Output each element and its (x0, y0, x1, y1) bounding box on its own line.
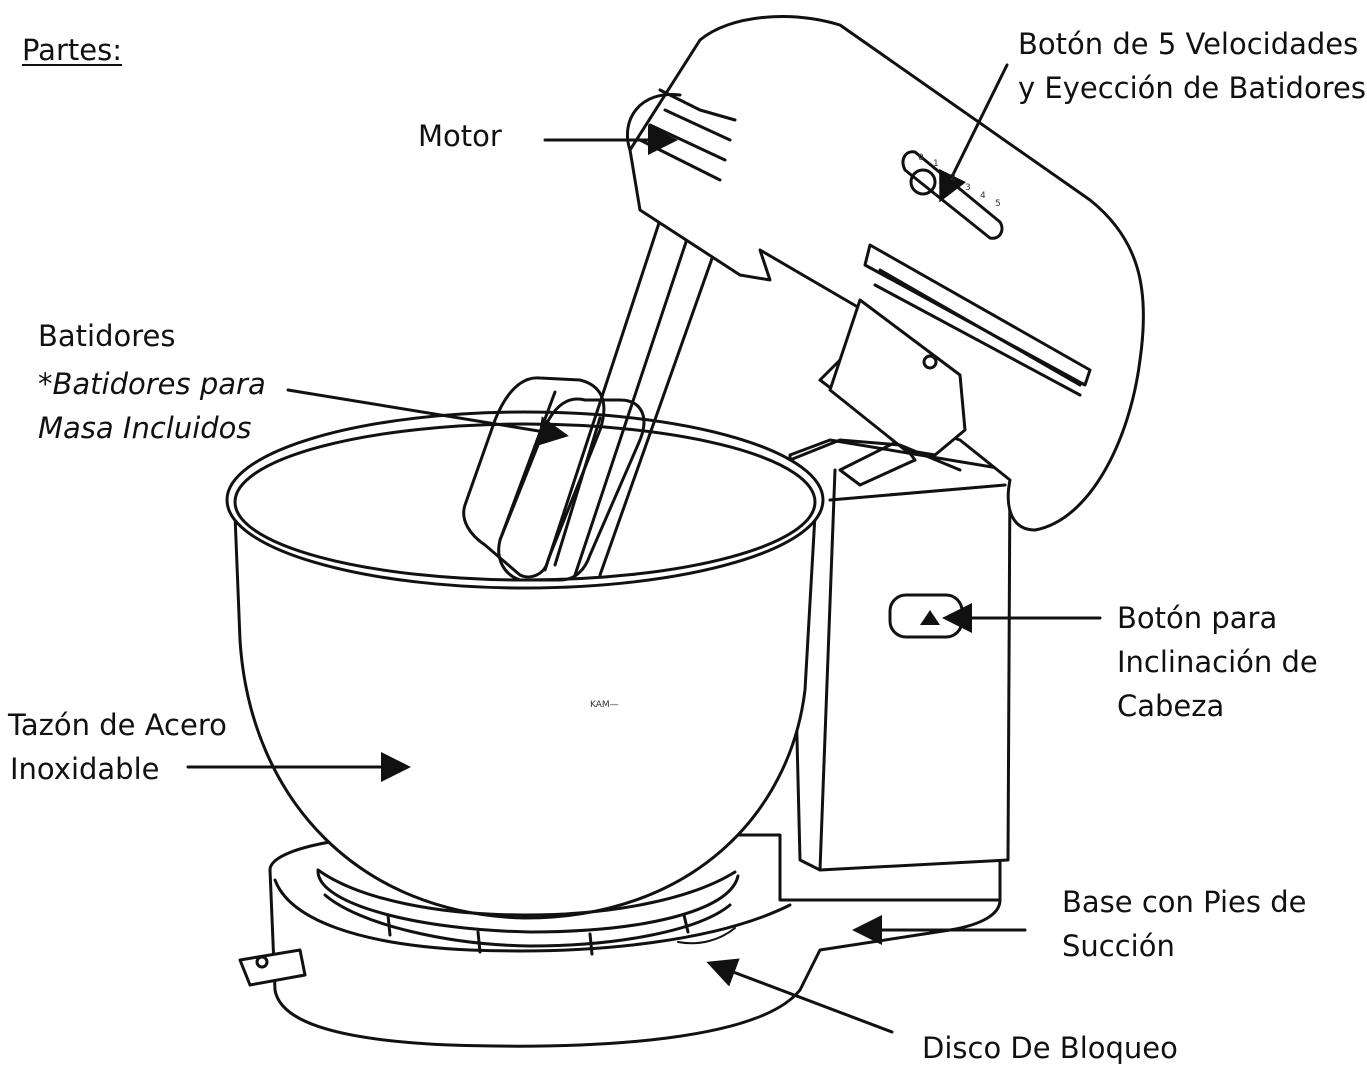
lock-disc (316, 870, 740, 956)
dial-mark: 1 (933, 159, 939, 169)
label-beaters-line1: Batidores (38, 319, 176, 353)
label-bowl-line2: Inoxidable (10, 752, 160, 786)
dial-mark: 4 (980, 191, 986, 201)
label-speed-line1: Botón de 5 Velocidades (1018, 27, 1359, 61)
column (788, 438, 1012, 872)
bowl-mark: KAM— (590, 700, 619, 710)
label-base-line2: Succión (1062, 929, 1175, 963)
label-motor: Motor (418, 119, 502, 153)
bowl (225, 410, 825, 920)
arrow-beaters (286, 388, 569, 446)
label-beaters-line3: Masa Incluidos (38, 411, 252, 445)
label-speed-line2: y Eyección de Batidores (1018, 71, 1366, 105)
label-lock: Disco De Bloqueo (922, 1031, 1178, 1065)
speed-slider-track (901, 150, 1004, 240)
beaters (462, 218, 717, 582)
speed-slider-knob (909, 168, 937, 196)
label-beaters-line2: *Batidores para (38, 367, 266, 401)
dial-mark: 3 (965, 183, 971, 193)
heading: Partes: (22, 33, 122, 67)
dial-mark: 5 (995, 199, 1001, 209)
arrow-speed (939, 63, 1009, 203)
dial-mark: 0 (918, 153, 924, 163)
arrow-lock (706, 958, 894, 1034)
label-tilt-line1: Botón para (1117, 601, 1278, 635)
lock-tab (238, 948, 307, 987)
label-tilt-line3: Cabeza (1117, 689, 1225, 723)
label-bowl-line1: Tazón de Acero (8, 708, 227, 742)
label-tilt-line2: Inclinación de (1117, 645, 1318, 679)
arrows (186, 63, 1102, 1034)
label-base-line1: Base con Pies de (1062, 885, 1307, 919)
dial-marks: 0 1 2 3 4 5 (918, 153, 1001, 209)
dial-mark: 2 (950, 173, 956, 183)
